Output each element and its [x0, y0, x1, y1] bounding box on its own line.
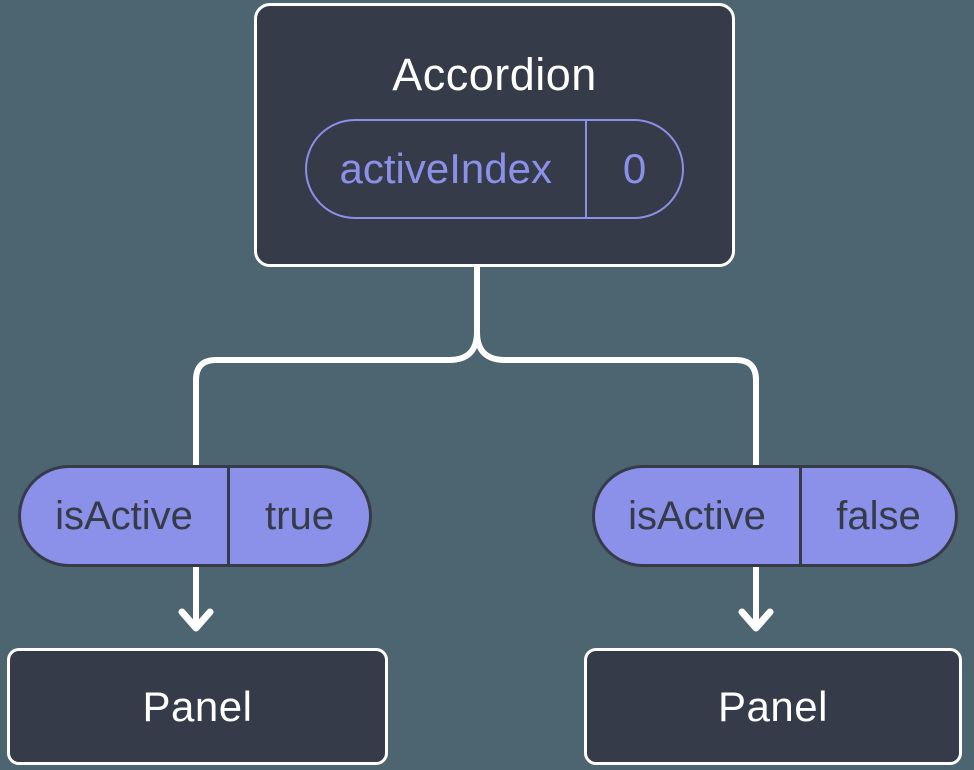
is-active-pill-left: isActive true — [18, 465, 372, 567]
panel-node-left: Panel — [7, 648, 388, 765]
active-index-state-pill: activeIndex 0 — [305, 118, 684, 219]
pill-divider — [799, 468, 802, 564]
panel-node-title: Panel — [718, 682, 828, 730]
arrow-down-icon — [178, 608, 214, 632]
state-value-label: true — [265, 494, 334, 538]
is-active-pill-right: isActive false — [592, 465, 958, 567]
accordion-node-title: Accordion — [392, 48, 597, 100]
state-name-label: isActive — [55, 494, 193, 538]
state-name-label: activeIndex — [339, 144, 552, 192]
arrow-down-icon — [738, 608, 774, 632]
fork-connector-right — [474, 329, 759, 473]
panel-node-title: Panel — [142, 682, 253, 730]
accordion-node: Accordion activeIndex 0 — [254, 3, 735, 267]
fork-connector-left — [193, 262, 480, 473]
state-name-label: isActive — [628, 494, 766, 538]
state-value-label: 0 — [622, 144, 647, 192]
panel-node-right: Panel — [584, 648, 962, 765]
pill-divider — [584, 120, 587, 217]
state-value-label: false — [836, 494, 921, 538]
pill-divider — [227, 468, 230, 564]
